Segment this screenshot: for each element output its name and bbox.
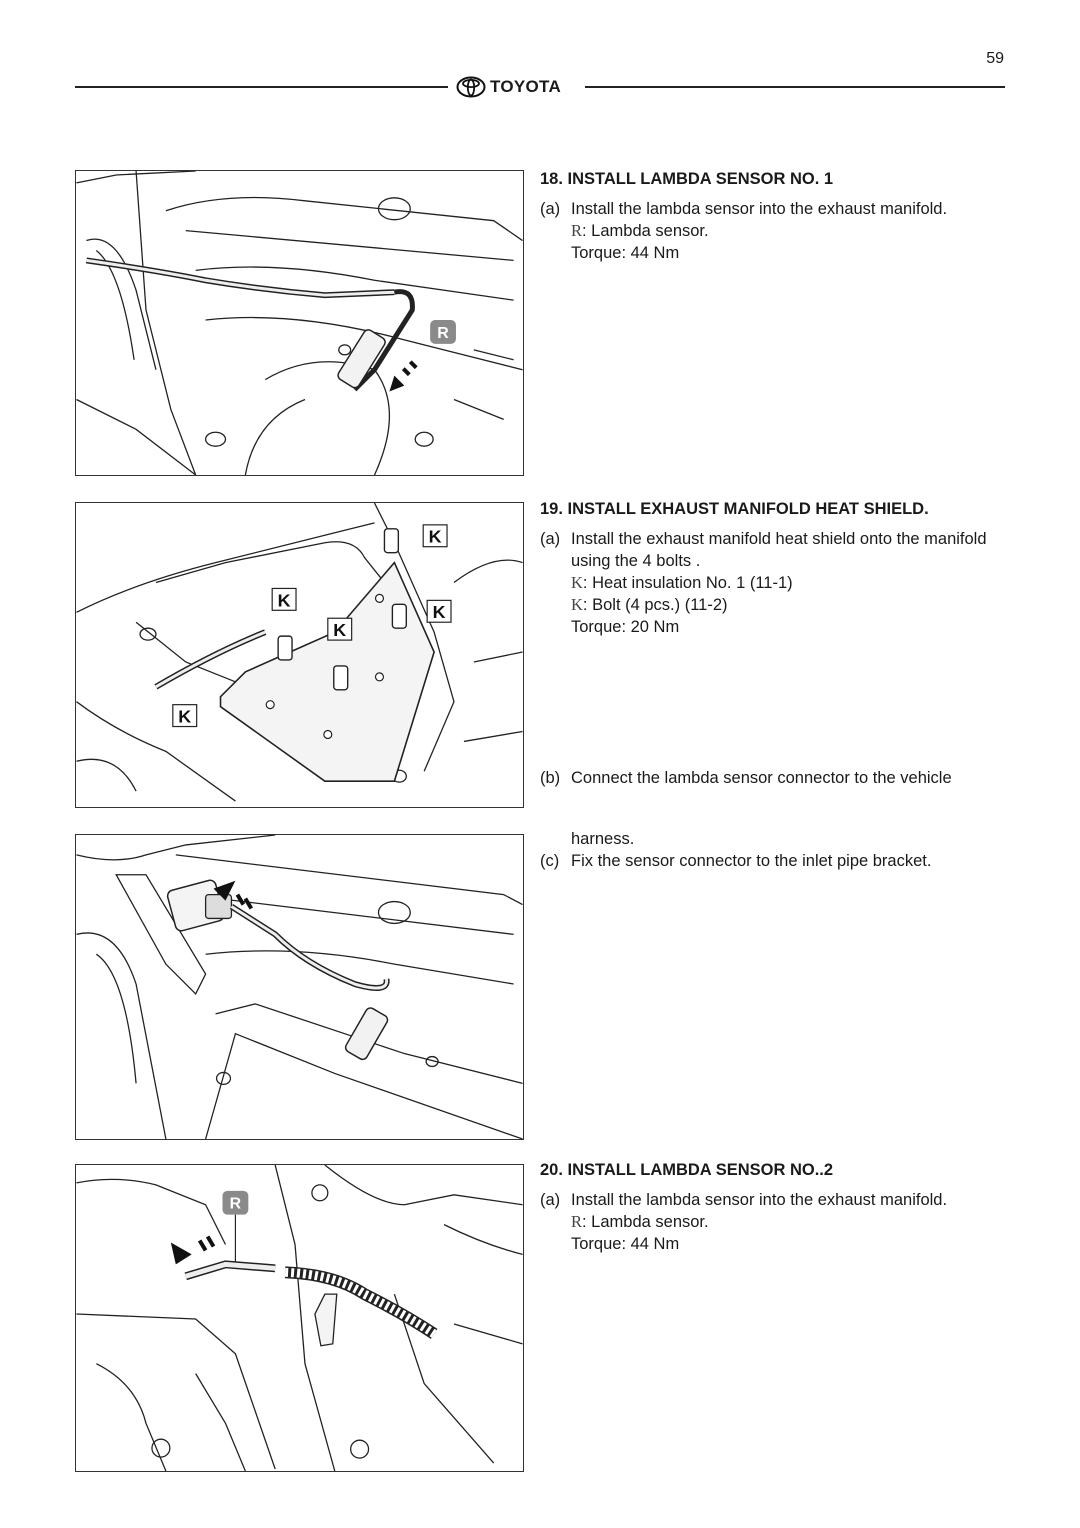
step-tag: (a)	[540, 200, 561, 218]
engine-bay-illustration-4: R	[76, 1165, 523, 1471]
toyota-emblem-icon	[456, 76, 486, 98]
torque-spec: Torque: 44 Nm	[571, 244, 680, 262]
section-18: 18. INSTALL LAMBDA SENSOR NO. 1 (a) Inst…	[540, 168, 1010, 264]
header-rule-right	[585, 86, 1005, 88]
brand-name: TOYOTA	[490, 77, 562, 96]
step-text: Install the exhaust manifold heat shield…	[571, 530, 987, 570]
step-text: Install the lambda sensor into the exhau…	[571, 200, 948, 218]
torque-spec: Torque: 20 Nm	[571, 618, 680, 636]
ref-label: K	[571, 573, 583, 592]
step-tag: (a)	[540, 530, 561, 548]
ref-text: : Lambda sensor.	[582, 222, 709, 240]
section-19: 19. INSTALL EXHAUST MANIFOLD HEAT SHIELD…	[540, 498, 1010, 638]
callout-r-fig1: R	[437, 325, 449, 342]
page-number: 59	[986, 50, 1004, 67]
callout-r-fig4: R	[230, 1196, 242, 1213]
figure-lambda-sensor-1: R	[75, 170, 524, 476]
ref-label: K	[571, 595, 583, 614]
section-20: 20. INSTALL LAMBDA SENSOR NO..2 (a) Inst…	[540, 1159, 1010, 1255]
ref-text: : Heat insulation No. 1 (11-1)	[582, 574, 793, 592]
header-rule-left	[75, 86, 448, 88]
step-text: Fix the sensor connector to the inlet pi…	[571, 852, 932, 870]
step-tag: (a)	[540, 1191, 561, 1209]
step-19c: (c) Fix the sensor connector to the inle…	[540, 850, 1010, 872]
figure-lambda-sensor-2: R	[75, 1164, 524, 1472]
callout-k-4: K	[333, 620, 346, 640]
ref-text: : Bolt (4 pcs.) (11-2)	[582, 596, 728, 614]
step-text: Install the lambda sensor into the exhau…	[571, 1191, 948, 1209]
step-text: Connect the lambda sensor connector to t…	[571, 769, 952, 787]
step-20a: (a) Install the lambda sensor into the e…	[540, 1189, 1010, 1255]
ref-line: R: Lambda sensor.	[571, 220, 1010, 242]
step-tag: (b)	[540, 769, 561, 787]
ref-line: R: Lambda sensor.	[571, 1211, 1010, 1233]
ref-label: R	[571, 1212, 583, 1231]
callout-k-3: K	[433, 602, 446, 622]
section-title: 20. INSTALL LAMBDA SENSOR NO..2	[540, 1161, 834, 1179]
ref-line: K: Heat insulation No. 1 (11-1)	[571, 572, 1010, 594]
callout-k-5: K	[178, 707, 191, 727]
torque-spec: Torque: 44 Nm	[571, 1235, 680, 1253]
callout-k-2: K	[278, 590, 291, 610]
engine-bay-illustration-1: R	[76, 171, 523, 475]
step-19b: (b) Connect the lambda sensor connector …	[540, 767, 1010, 850]
section-19-continued: (b) Connect the lambda sensor connector …	[540, 767, 1010, 872]
callout-k-1: K	[429, 527, 442, 547]
ref-label: R	[571, 221, 583, 240]
brand-logo: TOYOTA	[456, 76, 561, 98]
section-title: 18. INSTALL LAMBDA SENSOR NO. 1	[540, 170, 834, 188]
step-18a: (a) Install the lambda sensor into the e…	[540, 198, 1010, 264]
step-tag: (c)	[540, 852, 560, 870]
figure-heat-shield: K K K K K	[75, 502, 524, 808]
figure-sensor-connector	[75, 834, 524, 1140]
engine-bay-illustration-2: K K K K K	[76, 503, 523, 802]
step-19a: (a) Install the exhaust manifold heat sh…	[540, 528, 1010, 638]
ref-text: : Lambda sensor.	[582, 1213, 709, 1231]
engine-bay-illustration-3	[76, 835, 523, 1139]
step-text-continued: harness.	[571, 830, 635, 848]
section-title: 19. INSTALL EXHAUST MANIFOLD HEAT SHIELD…	[540, 500, 929, 518]
ref-line: K: Bolt (4 pcs.) (11-2)	[571, 594, 1010, 616]
